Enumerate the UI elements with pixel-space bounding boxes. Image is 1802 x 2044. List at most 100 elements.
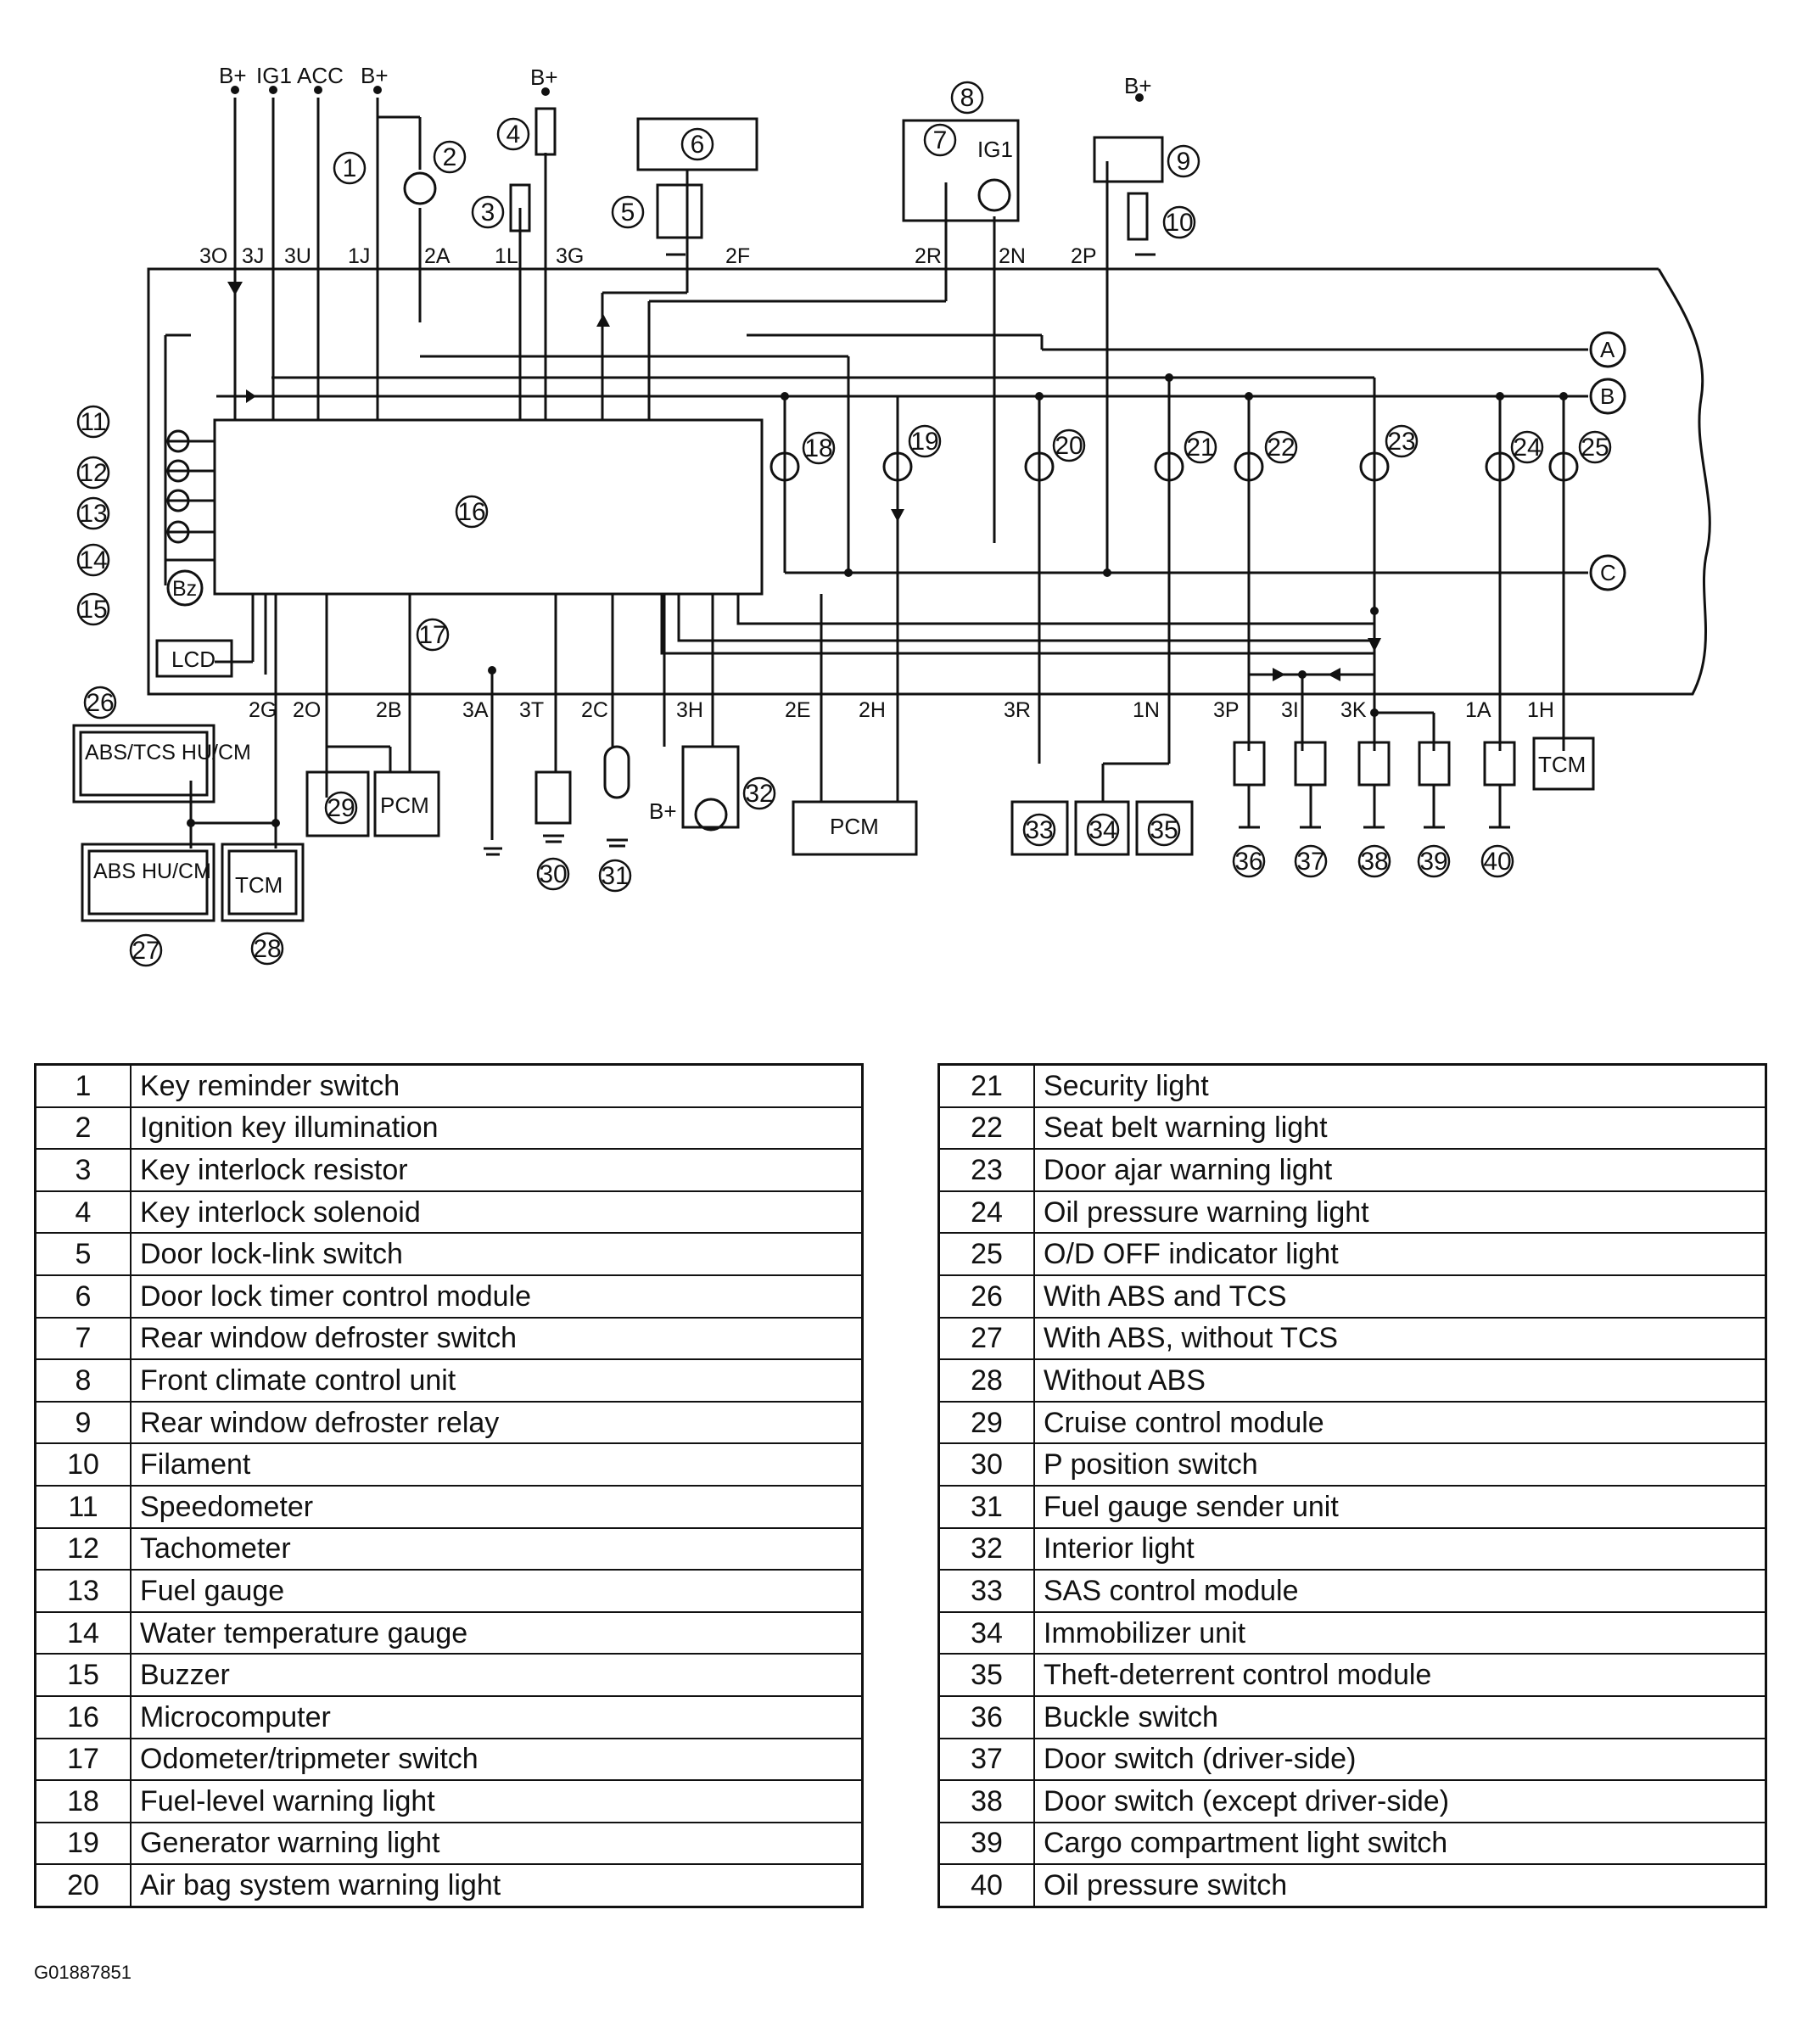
- callout-number: 25: [1581, 434, 1609, 462]
- lock-link-switch-box: [656, 183, 703, 239]
- filament: [1127, 192, 1149, 241]
- legend-number: 6: [34, 1274, 132, 1319]
- callout-number: 6: [691, 131, 705, 159]
- net-label-a: A: [1600, 337, 1615, 362]
- callout-number: 35: [1150, 816, 1178, 844]
- callout-number: 14: [79, 546, 107, 574]
- callout-number: 26: [86, 689, 114, 717]
- legend-number: 26: [937, 1274, 1035, 1319]
- legend-number: 2: [34, 1106, 132, 1151]
- pin-label: 3P: [1213, 698, 1240, 722]
- legend-number: 16: [34, 1694, 132, 1739]
- legend-description: Without ABS: [1033, 1358, 1767, 1403]
- callout-number: 40: [1483, 848, 1511, 876]
- callout-circle: [76, 592, 110, 626]
- door-lock-timer-box: [636, 117, 758, 171]
- pin-label: 3I: [1281, 698, 1299, 722]
- callout-number: 22: [1267, 434, 1295, 462]
- callout-number: 11: [80, 408, 106, 436]
- legend-number: 9: [34, 1400, 132, 1445]
- callout-circle: [76, 405, 110, 439]
- legend-number: 21: [937, 1063, 1035, 1108]
- supply-label: IG1: [977, 137, 1013, 162]
- pcm-label: PCM: [830, 814, 879, 839]
- figure-code: G01887851: [34, 1962, 132, 1983]
- legend-description: Seat belt warning light: [1033, 1106, 1767, 1151]
- callout-circle: [333, 151, 367, 185]
- callout-number: 37: [1296, 848, 1324, 876]
- microcomputer-box: [213, 418, 764, 596]
- legend-description: Speedometer: [130, 1484, 864, 1529]
- callout-circle: [611, 195, 645, 229]
- callout-number: 5: [621, 199, 635, 227]
- callout-number: 31: [601, 862, 629, 890]
- sas-box: [1010, 800, 1069, 856]
- pin-label: 2A: [424, 244, 450, 268]
- legend-description: Key reminder switch: [130, 1063, 864, 1108]
- callout-number: 16: [457, 498, 485, 526]
- immobilizer-box: [1074, 800, 1130, 856]
- pin-label: 1N: [1133, 698, 1160, 722]
- cluster-outline: [147, 267, 1711, 696]
- legend-number: 37: [937, 1737, 1035, 1782]
- theft-box: [1135, 800, 1194, 856]
- callout-circle: [1578, 430, 1612, 464]
- legend-number: 1: [34, 1063, 132, 1108]
- legend-number: 19: [34, 1821, 132, 1866]
- pin-label: 3T: [519, 698, 544, 722]
- legend-number: 3: [34, 1148, 132, 1192]
- legend-number: 15: [34, 1653, 132, 1697]
- supply-label: ACC: [297, 63, 344, 88]
- callout-number: 4: [506, 120, 521, 148]
- legend-description: Microcomputer: [130, 1694, 864, 1739]
- pin-label: 3G: [556, 244, 584, 268]
- callout-number: 29: [327, 794, 355, 822]
- pcm-label: PCM: [380, 792, 429, 818]
- callout-circle: [950, 81, 984, 115]
- legend-description: Theft-deterrent control module: [1033, 1653, 1767, 1697]
- net-label-b: B: [1600, 384, 1615, 409]
- legend-number: 31: [937, 1484, 1035, 1529]
- supply-label: IG1: [256, 63, 292, 88]
- legend-description: Generator warning light: [130, 1821, 864, 1866]
- callout-number: 3: [481, 199, 495, 227]
- legend-description: Security light: [1033, 1063, 1767, 1108]
- legend-description: Door lock-link switch: [130, 1232, 864, 1276]
- legend-number: 25: [937, 1232, 1035, 1276]
- legend-number: 11: [34, 1484, 132, 1529]
- supply-label: B+: [649, 798, 677, 824]
- legend-description: Oil pressure warning light: [1033, 1190, 1767, 1235]
- legend-number: 17: [34, 1737, 132, 1782]
- callout-number: 36: [1234, 848, 1262, 876]
- callout-number: 28: [253, 935, 281, 963]
- legend-number: 13: [34, 1569, 132, 1613]
- tcm-box-1h: [1532, 736, 1595, 791]
- callout-circle: [802, 431, 836, 465]
- lcd-label: LCD: [171, 647, 215, 672]
- callout-circle: [742, 776, 776, 810]
- legend-description: Tachometer: [130, 1526, 864, 1571]
- legend-number: 5: [34, 1232, 132, 1276]
- legend-number: 10: [34, 1442, 132, 1487]
- legend-number: 32: [937, 1526, 1035, 1571]
- supply-label: B+: [361, 63, 389, 88]
- legend-number: 22: [937, 1106, 1035, 1151]
